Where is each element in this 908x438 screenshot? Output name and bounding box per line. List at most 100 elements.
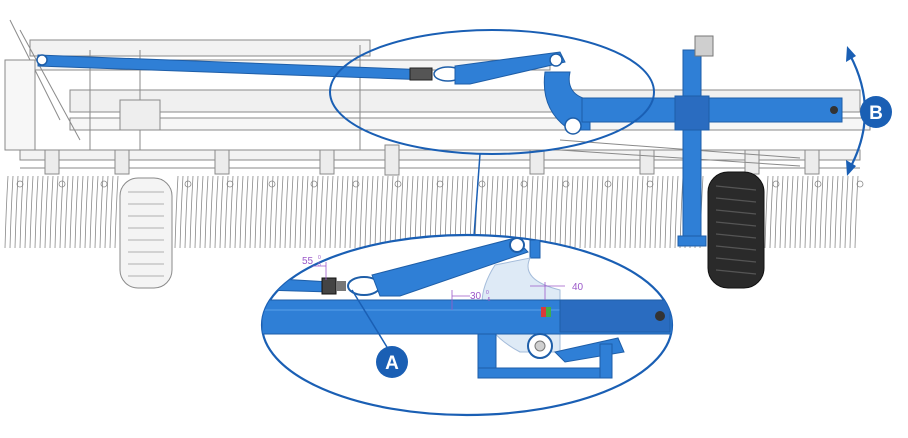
tine <box>769 175 774 249</box>
right-wheel <box>707 171 765 289</box>
tine <box>554 175 559 249</box>
tine <box>239 175 244 249</box>
tine <box>364 175 369 249</box>
tine <box>594 175 599 249</box>
dimension-lines <box>310 262 565 310</box>
tine <box>374 175 379 249</box>
tine <box>614 175 619 249</box>
tilt-arrow-head-top <box>846 46 856 62</box>
tine <box>354 175 359 249</box>
tine <box>114 175 119 249</box>
tine-coil <box>856 180 864 188</box>
tine <box>219 175 224 249</box>
tine <box>584 175 589 249</box>
tine <box>674 175 679 249</box>
tine <box>319 175 324 249</box>
dimension-30-tol-top: 0 <box>486 290 489 296</box>
tine <box>309 175 314 249</box>
dimension-30: 30 <box>470 291 482 302</box>
tine <box>599 175 604 249</box>
tine <box>389 175 394 249</box>
tine <box>89 175 94 249</box>
tine <box>579 175 584 249</box>
tine <box>399 175 404 249</box>
tine <box>534 175 539 249</box>
tine <box>329 175 334 249</box>
tine <box>379 175 384 249</box>
tine <box>814 175 819 249</box>
tine <box>629 175 634 249</box>
tine <box>189 175 194 249</box>
tine <box>634 175 639 249</box>
left-wheel <box>119 177 173 289</box>
tine <box>789 175 794 249</box>
tine-coil <box>268 180 276 188</box>
tine <box>104 175 109 249</box>
tine <box>349 175 354 249</box>
tine <box>359 175 364 249</box>
tine <box>39 175 44 249</box>
tine <box>254 175 259 249</box>
tine-coil <box>604 180 612 188</box>
tine <box>604 175 609 249</box>
tine <box>269 175 274 249</box>
tine <box>34 175 39 249</box>
tine <box>274 175 279 249</box>
tine-coil <box>352 180 360 188</box>
callout-a-leader <box>351 289 391 353</box>
zoom-detail: 55 0 5 30 0 -5 40 <box>260 233 674 417</box>
tine <box>659 175 664 249</box>
tine <box>304 175 309 249</box>
tine <box>64 175 69 249</box>
tine <box>174 175 179 249</box>
detail-highlight-ellipse <box>329 29 655 155</box>
tine <box>24 175 29 249</box>
tine <box>249 175 254 249</box>
callout-a: A <box>376 346 408 378</box>
tine <box>194 175 199 249</box>
tine <box>849 175 854 249</box>
tine <box>829 175 834 249</box>
tine <box>799 175 804 249</box>
tine <box>4 175 9 249</box>
tine <box>819 175 824 249</box>
tine <box>574 175 579 249</box>
tine <box>44 175 49 249</box>
dimension-55-tol-top: 0 <box>318 255 321 261</box>
tine-coil <box>646 180 654 188</box>
tine <box>854 175 859 249</box>
tine <box>94 175 99 249</box>
tine <box>59 175 64 249</box>
tine-coil <box>562 180 570 188</box>
tine <box>234 175 239 249</box>
callout-b-label: B <box>869 103 883 124</box>
tine <box>79 175 84 249</box>
tine <box>344 175 349 249</box>
tine <box>404 175 409 249</box>
tine <box>804 175 809 249</box>
tine <box>214 175 219 249</box>
tine <box>334 175 339 249</box>
tine <box>179 175 184 249</box>
tine <box>624 175 629 249</box>
callout-a-label: A <box>385 353 399 374</box>
tine <box>324 175 329 249</box>
tine <box>809 175 814 249</box>
tine <box>314 175 319 249</box>
tine <box>49 175 54 249</box>
tine-coil <box>772 180 780 188</box>
tine <box>99 175 104 249</box>
tine <box>654 175 659 249</box>
dimension-55: 55 <box>302 256 314 267</box>
tine-coil <box>184 180 192 188</box>
tine <box>384 175 389 249</box>
zoom-leader-line-left <box>473 153 481 237</box>
tine <box>639 175 644 249</box>
tine-coil <box>310 180 318 188</box>
tine <box>564 175 569 249</box>
tine <box>619 175 624 249</box>
tine-coil <box>226 180 234 188</box>
callout-b: B <box>860 96 892 128</box>
